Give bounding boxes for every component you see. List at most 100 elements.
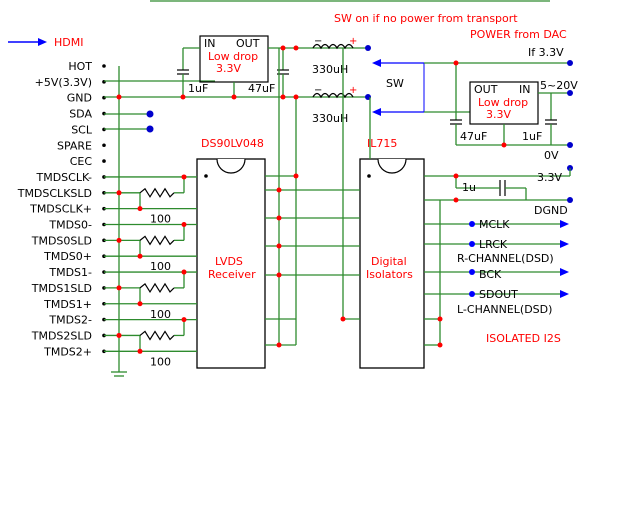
left-cap-out-label: 47uF: [248, 82, 275, 95]
right-reg-line2: 3.3V: [486, 108, 511, 121]
pin-label: TMDS2-: [48, 314, 92, 327]
junction-dot: [453, 60, 459, 66]
output-arrow-icon: [560, 240, 569, 248]
output-terminal: [469, 221, 475, 227]
left-cap-in-label: 1uF: [188, 82, 208, 95]
junction-dot: [276, 342, 282, 348]
junction-dot: [116, 190, 122, 196]
pin-label: TMDS2+: [43, 345, 92, 358]
inductor-2-label: 330uH: [312, 112, 348, 125]
left-reg-line2: 3.3V: [216, 62, 241, 75]
in-range-label: 5~20V: [540, 79, 578, 92]
chip2-name: IL715: [367, 137, 397, 150]
resistor: [139, 235, 175, 246]
output-terminal: [469, 241, 475, 247]
iso-cap-label: 1u: [462, 181, 476, 194]
pin-dot: [102, 64, 106, 68]
junction-dot: [137, 206, 143, 212]
right-cap-out-label: 47uF: [460, 130, 487, 143]
junction-dots: [116, 45, 507, 354]
chip1-notch: [216, 158, 246, 174]
junction-dot: [276, 243, 282, 249]
scl-terminal-dot: [146, 125, 154, 133]
junction-dot: [293, 94, 299, 100]
junction-dot: [116, 332, 122, 338]
inductor-2: [312, 92, 354, 99]
hdmi-label: HDMI: [54, 36, 83, 49]
output-arrow-icon: [560, 290, 569, 298]
chip2-pin1-dot: [367, 174, 371, 178]
pin-label: SDA: [69, 108, 92, 121]
right-reg-in: IN: [519, 83, 530, 96]
resistor-value-label: 100: [150, 355, 171, 368]
chip1-pin1-dot: [204, 174, 208, 178]
junction-dot: [280, 45, 286, 51]
inductor-1-minus: −: [314, 36, 322, 47]
output-terminal: [469, 291, 475, 297]
junction-dot: [231, 94, 237, 100]
junction-dot: [137, 301, 143, 307]
hdmi-pin-labels: HOT+5V(3.3V)GNDSDASCLSPARECECTMDSCLK-TMD…: [17, 60, 93, 358]
sda-terminal-dot: [146, 110, 154, 118]
resistor: [139, 330, 175, 341]
hdmi-arrow-icon: [38, 38, 47, 46]
junction-dot: [293, 173, 299, 179]
signal-wires: [104, 145, 371, 352]
junction-dot: [116, 237, 122, 243]
junction-dot: [276, 272, 282, 278]
0v-terminal: [567, 142, 573, 148]
pin-dot: [102, 143, 106, 148]
in-range-terminal: [567, 90, 573, 96]
bck-label[interactable]: BCK: [479, 268, 502, 281]
junction-dot: [116, 285, 122, 291]
inductor-1-terminal: [365, 45, 371, 51]
pin-label: GND: [67, 92, 92, 105]
left-reg-out: OUT: [236, 37, 260, 50]
pin-label: +5V(3.3V): [35, 76, 92, 89]
pin-label: TMDS0SLD: [31, 234, 92, 247]
junction-dot: [116, 94, 122, 100]
pin-label: CEC: [70, 155, 93, 168]
junction-dot: [501, 142, 507, 148]
resistor: [139, 282, 175, 294]
il715-chip: [359, 158, 425, 369]
resistor-value-label: 100: [150, 308, 171, 321]
dgnd-label: DGND: [534, 204, 568, 217]
left-reg-line1: Low drop: [208, 50, 258, 63]
sdout-label[interactable]: SDOUT: [479, 288, 518, 301]
pin-label: SCL: [71, 123, 93, 136]
output-arrow-icon: [560, 220, 569, 228]
chip1-body1: LVDS: [215, 255, 243, 268]
pin-label: TMDS0+: [43, 250, 92, 263]
sw-label: SW: [386, 77, 404, 90]
junction-dot: [453, 197, 459, 203]
pin-label: TMDSCLK+: [29, 203, 92, 216]
output-terminal: [469, 269, 475, 275]
pin-label: HOT: [68, 60, 92, 73]
pin-label: TMDS2SLD: [31, 329, 92, 342]
pin-dot: [102, 159, 106, 163]
inductor-1-plus: +: [349, 36, 357, 47]
junction-dot: [181, 317, 187, 323]
isolated-i2s-label: ISOLATED I2S: [486, 332, 561, 345]
pin-label: TMDS1SLD: [31, 282, 92, 295]
if33-label: If 3.3V: [528, 46, 564, 59]
right-cap-in-label: 1uF: [522, 130, 542, 143]
junction-dot: [137, 253, 143, 259]
chip1-name: DS90LV048: [201, 137, 264, 150]
mclk-label[interactable]: MCLK: [479, 218, 510, 231]
chip2-body1: Digital: [371, 255, 407, 268]
pin-label: TMDSCLK-: [36, 171, 93, 184]
lrck-label[interactable]: LRCK: [479, 238, 508, 251]
pin-label: TMDS1-: [48, 266, 92, 279]
inductor-1-label: 330uH: [312, 63, 348, 76]
inductor-2-minus: −: [314, 85, 322, 96]
v33-label: 3.3V: [537, 171, 562, 184]
left-reg-in: IN: [204, 37, 215, 50]
inductor-1: [312, 43, 354, 50]
junction-dot: [180, 94, 186, 100]
rch-label: R-CHANNEL(DSD): [457, 252, 554, 265]
pin-label: TMDS1+: [43, 298, 92, 311]
